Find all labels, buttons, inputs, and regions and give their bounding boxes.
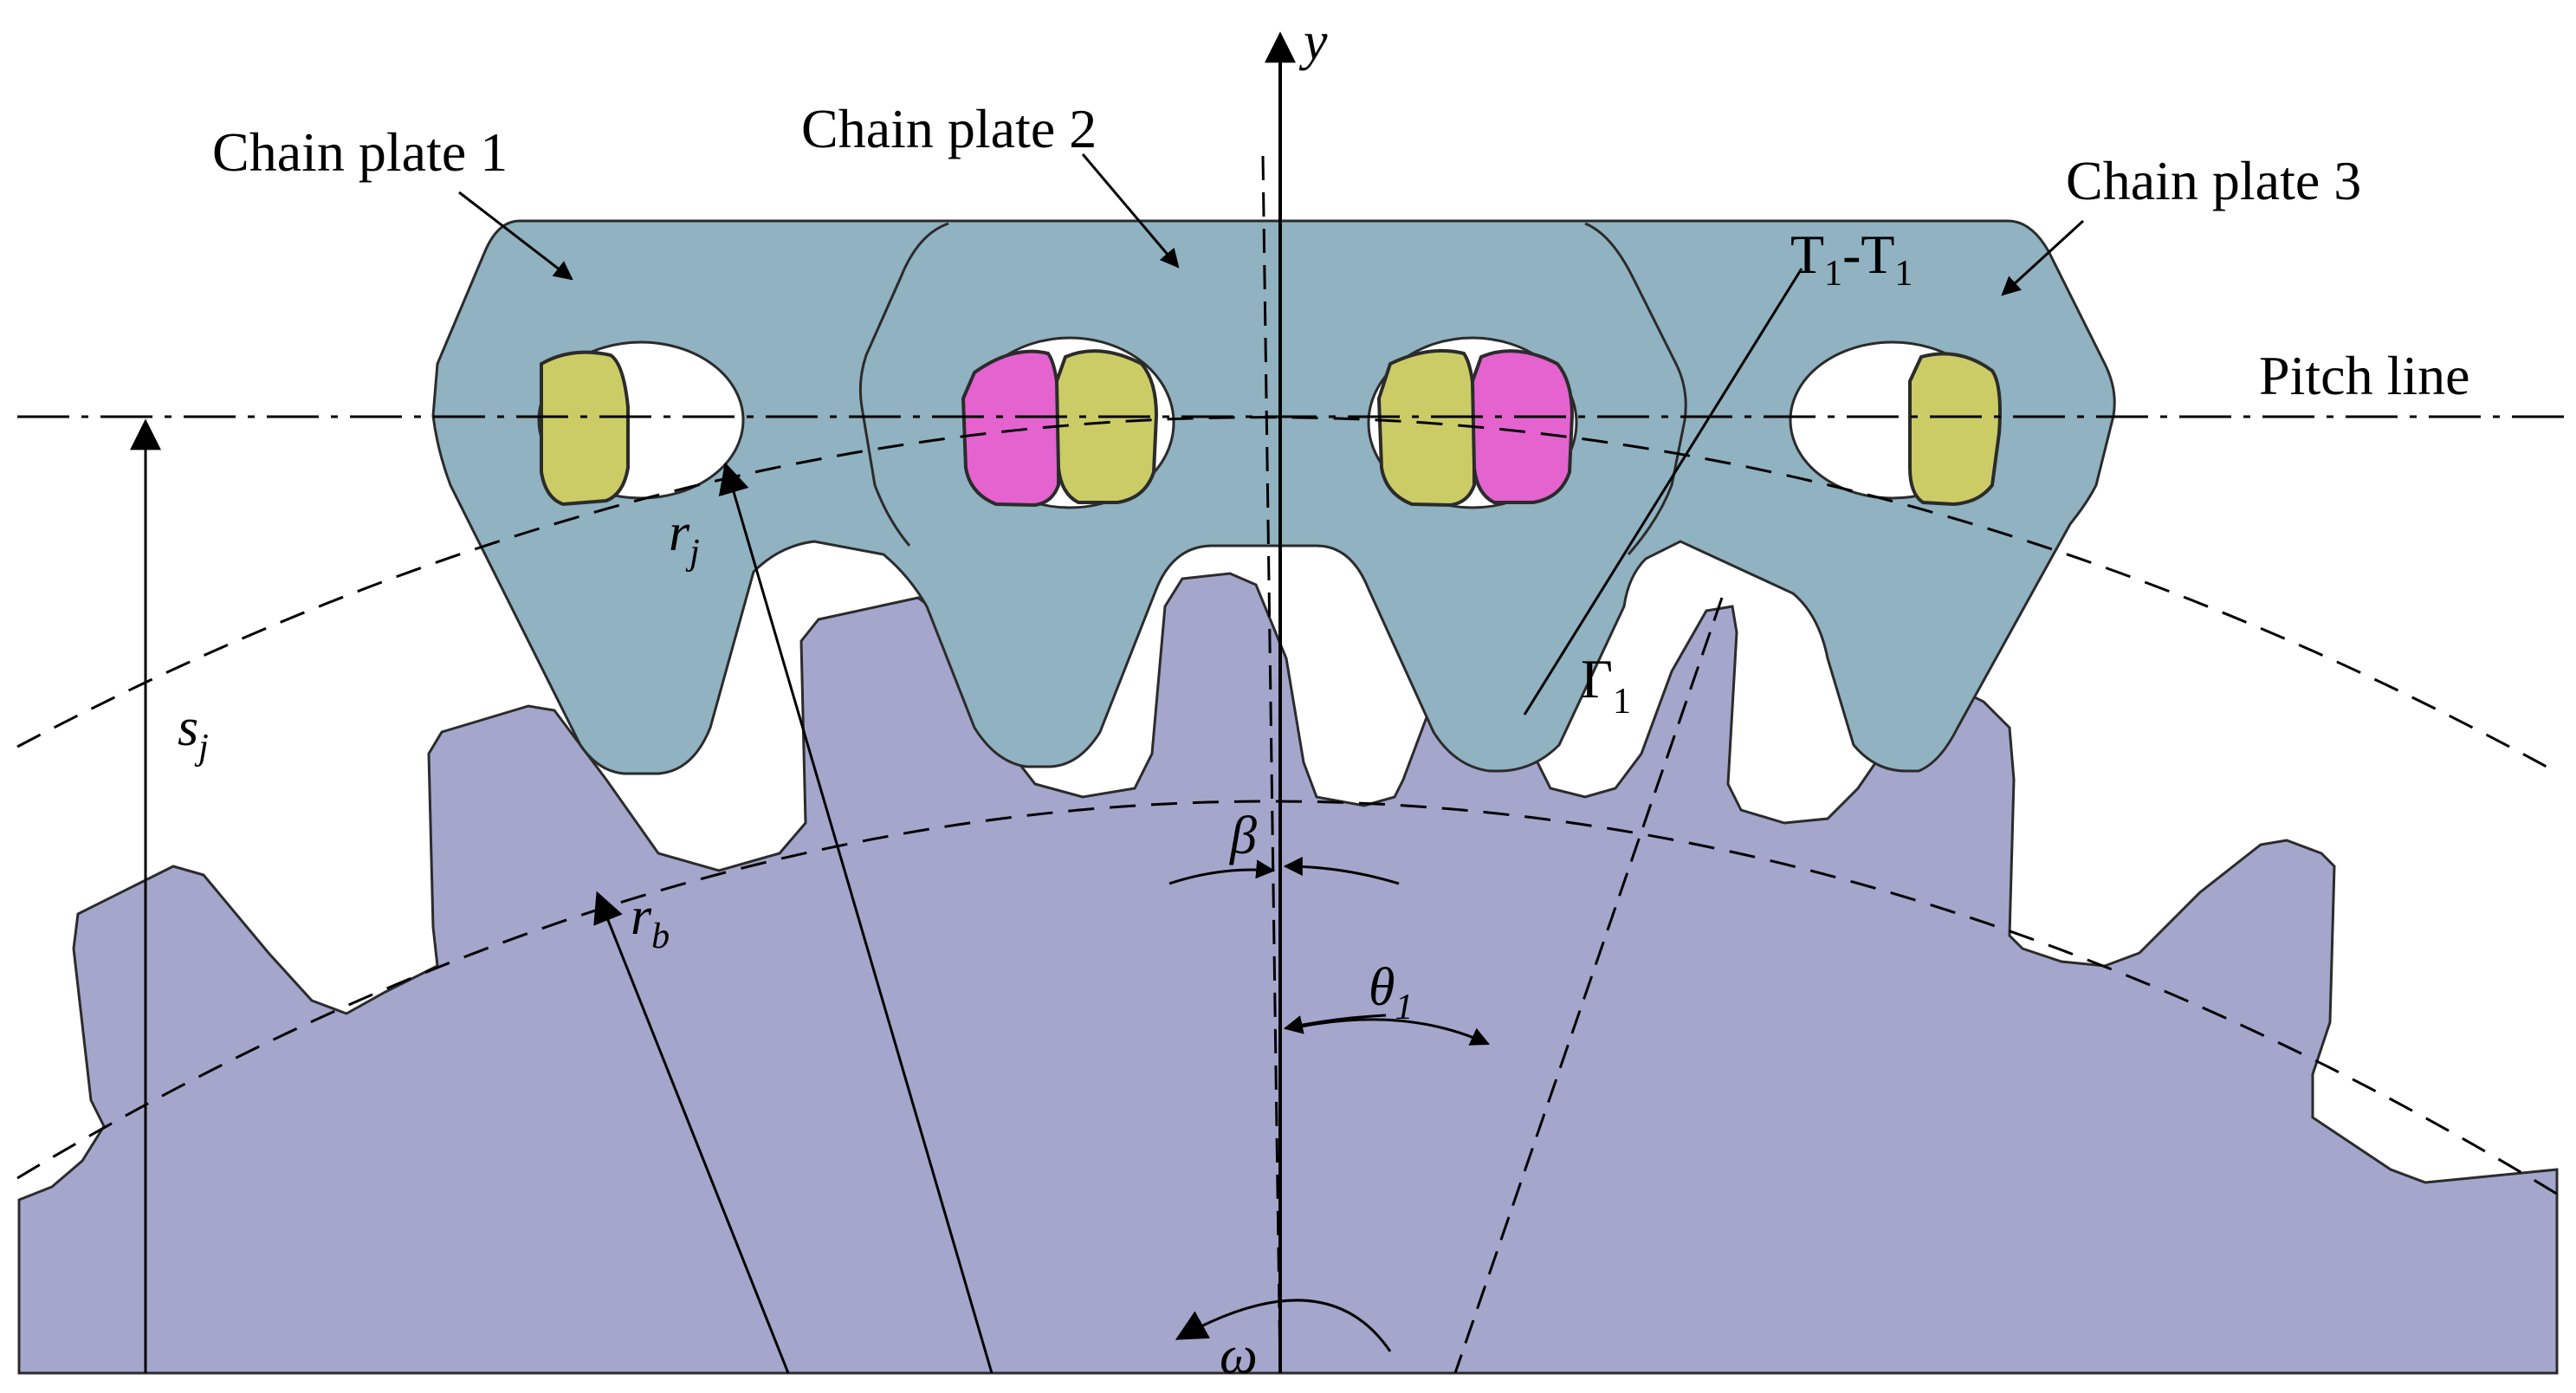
label-gamma-1: Γ1 [1581, 648, 1631, 722]
t1-t1-line [1523, 268, 1803, 716]
pin-magenta-3 [1470, 349, 1575, 504]
label-theta-1: θ1 [1369, 958, 1413, 1027]
leader-plate-3 [2001, 219, 2085, 296]
base-circle [16, 800, 2560, 1197]
label-chain-plate-3: Chain plate 3 [2066, 150, 2361, 211]
label-pitch-line: Pitch line [2259, 345, 2470, 406]
pin-yellow-1 [540, 350, 630, 507]
beta-arc-right [1283, 857, 1400, 885]
plate-2-outline [858, 222, 949, 547]
label-r-j: rj [669, 503, 700, 573]
label-r-b: rb [631, 887, 670, 956]
plate-3-outline [1584, 222, 1687, 555]
label-t1-t1: T1-T1 [1790, 224, 1913, 294]
theta-arc-back [1283, 1014, 1387, 1034]
omega-arc [1175, 1299, 1392, 1352]
pitch-circle [16, 416, 2547, 768]
label-omega: ω [1220, 1326, 1258, 1385]
label-beta: β [1229, 807, 1257, 865]
rb-arrow [593, 891, 790, 1374]
theta-line-dashed [1453, 597, 1724, 1374]
y-axis-label: y [1298, 12, 1328, 71]
chain-plates [431, 219, 2116, 775]
rj-arrow [718, 462, 994, 1374]
tooth-center-dashed [1261, 155, 1282, 1374]
label-s-j: sj [178, 698, 209, 768]
theta-arc [1291, 1018, 1490, 1046]
label-chain-plate-2: Chain plate 2 [801, 98, 1097, 159]
pin-yellow-3 [1376, 348, 1476, 508]
label-chain-plate-1: Chain plate 1 [212, 121, 508, 183]
leader-plate-1 [458, 191, 573, 281]
sprocket-wheel [17, 572, 2559, 1375]
pin-yellow-2 [1054, 349, 1159, 504]
pin-yellow-4 [1908, 352, 2002, 507]
leader-plate-2 [1081, 153, 1180, 269]
beta-arc-left [1168, 859, 1276, 885]
